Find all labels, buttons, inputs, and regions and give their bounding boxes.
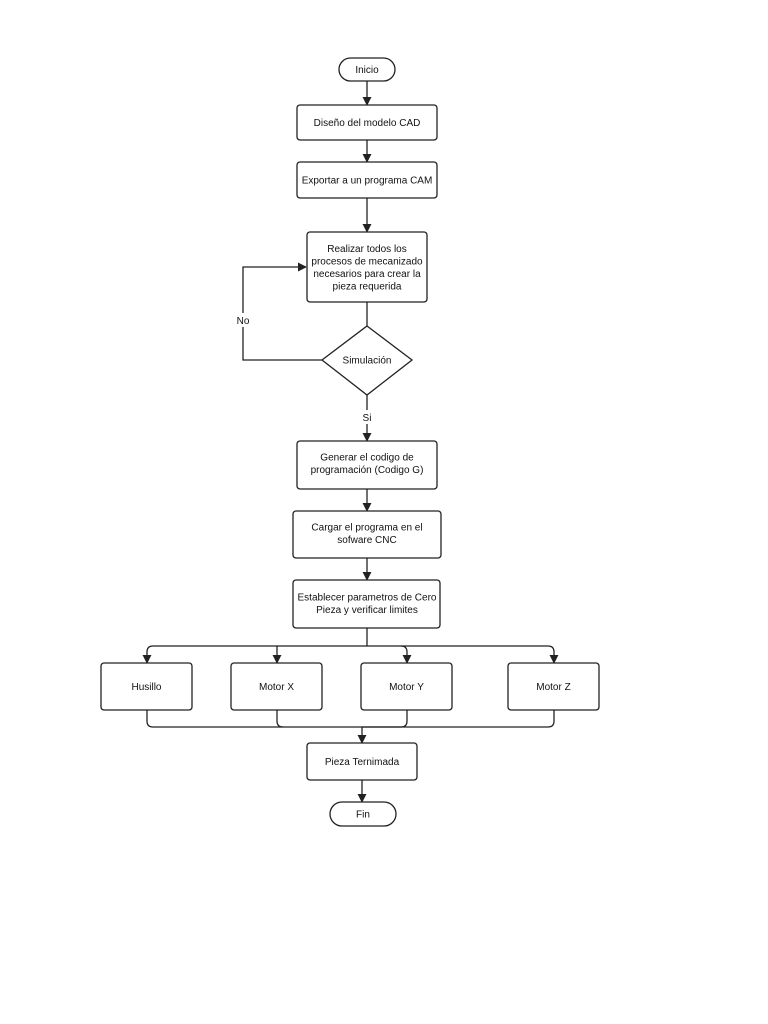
- node-motor-x-label: Motor X: [259, 682, 294, 693]
- node-fin-label: Fin: [356, 810, 370, 821]
- label-line: Pieza Ternimada: [325, 757, 400, 768]
- label-line: procesos de mecanizado: [311, 256, 423, 267]
- node-motor-y-label: Motor Y: [389, 682, 424, 693]
- edge-split-motor-y: [367, 645, 412, 664]
- label-line: Husillo: [131, 682, 161, 693]
- edge-motor-y-merge: [362, 710, 408, 728]
- edge-label-si-bg: [360, 410, 374, 424]
- node-cam: Exportar a un programa CAM: [296, 161, 438, 199]
- node-pieza-terminada: Pieza Ternimada: [306, 742, 418, 781]
- label-line: necesarios para crear la: [313, 269, 421, 280]
- label-line: Pieza y verificar limites: [316, 605, 418, 616]
- label-line: Realizar todos los: [327, 244, 406, 255]
- edge-husillo-merge: [146, 710, 362, 728]
- label-line: Motor Y: [389, 682, 424, 693]
- edge-split-husillo: [142, 645, 367, 664]
- node-cargar-label: Cargar el programa en el sofware CNC: [311, 522, 422, 546]
- label-line: pieza requerida: [333, 281, 402, 292]
- node-inicio-label: Inicio: [355, 65, 379, 76]
- label-line: Inicio: [355, 65, 379, 76]
- node-cam-label: Exportar a un programa CAM: [302, 176, 433, 187]
- node-codigo-g: Generar el codigo de programación (Codigo…: [296, 440, 438, 490]
- node-cad: Diseño del modelo CAD: [296, 104, 438, 141]
- label-line: Establecer parametros de Cero: [298, 592, 437, 603]
- node-simulacion: Simulación: [320, 325, 414, 396]
- edge-motor-z-merge: [362, 710, 555, 728]
- edge-motor-x-merge: [276, 710, 284, 728]
- label-line: Simulación: [343, 356, 392, 367]
- label-line: programación (Codigo G): [311, 465, 424, 476]
- label-line: Motor Z: [536, 682, 570, 693]
- node-codigo-g-label: Generar el codigo de programación (Codigo…: [311, 452, 424, 476]
- node-cargar: Cargar el programa en el sofware CNC: [292, 510, 442, 559]
- label-line: Cargar el programa en el: [311, 522, 422, 533]
- edge-label-no: No: [237, 316, 250, 327]
- label-line: sofware CNC: [337, 535, 396, 546]
- node-husillo: Husillo: [100, 662, 193, 711]
- edge-label-si: Si: [363, 413, 372, 424]
- node-inicio: Inicio: [338, 57, 396, 82]
- node-simulacion-label: Simulación: [343, 356, 392, 367]
- node-pieza-terminada-label: Pieza Ternimada: [325, 757, 400, 768]
- label-line: Generar el codigo de: [320, 452, 414, 463]
- label-line: Fin: [356, 810, 370, 821]
- edge-label-no-bg: [236, 313, 252, 327]
- node-cad-label: Diseño del modelo CAD: [314, 118, 421, 129]
- node-motor-z: Motor Z: [507, 662, 600, 711]
- node-husillo-label: Husillo: [131, 682, 161, 693]
- node-motor-y: Motor Y: [360, 662, 453, 711]
- label-line: Exportar a un programa CAM: [302, 176, 433, 187]
- node-motor-z-label: Motor Z: [536, 682, 570, 693]
- node-fin: Fin: [329, 801, 397, 827]
- label-line: Diseño del modelo CAD: [314, 118, 421, 129]
- node-motor-x: Motor X: [230, 662, 323, 711]
- label-line: Motor X: [259, 682, 294, 693]
- edge-split-motor-z: [401, 645, 559, 664]
